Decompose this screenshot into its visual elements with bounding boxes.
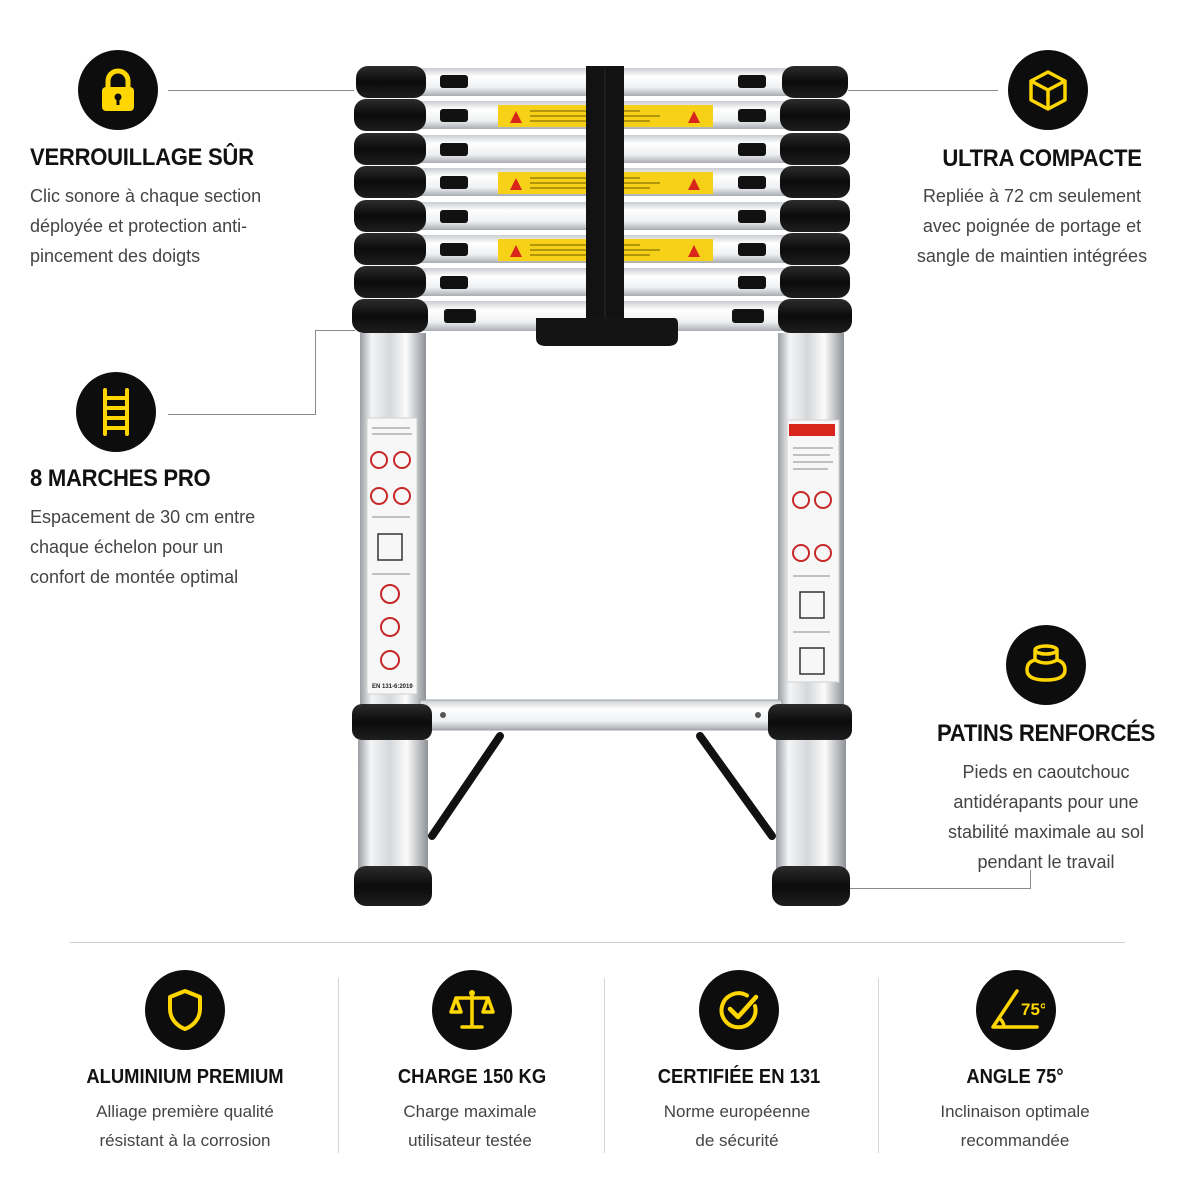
badge-angle-description: Inclinaison optimale recommandée <box>940 1102 1090 1150</box>
shield-icon <box>145 970 225 1050</box>
ladder-icon <box>76 372 156 452</box>
feature-lock-title: VERROUILLAGE SÛR <box>30 144 254 171</box>
feature-steps-description: Espacement de 30 cm entre chaque échelon… <box>30 507 256 587</box>
column-divider <box>338 978 339 1153</box>
feature-compact-title: ULTRA COMPACTE <box>942 145 1143 172</box>
right-tube-sticker <box>786 419 840 683</box>
badge-certified-description: Norme européenne de sécurité <box>663 1102 811 1150</box>
connector-lock <box>168 90 354 91</box>
feature-steps-title: 8 MARCHES PRO <box>30 465 211 492</box>
feature-feet-title: PATINS RENFORCÉS <box>936 720 1156 747</box>
badge-certified-title: CERTIFIÉE EN 131 <box>657 1066 821 1088</box>
badge-angle-title: ANGLE 75° <box>966 1066 1064 1088</box>
badge-charge-description: Charge maximale utilisateur testée <box>403 1102 537 1150</box>
carry-handle <box>536 318 678 346</box>
left-foot <box>354 866 432 906</box>
left-caps <box>352 66 428 333</box>
left-tube-sticker: EN 131-6:2019 <box>366 417 418 695</box>
column-divider <box>878 978 879 1153</box>
check-circle-icon <box>699 970 779 1050</box>
feature-feet-description: Pieds en caoutchouc antidérapants pour u… <box>947 762 1145 872</box>
connector-steps <box>168 414 315 415</box>
connector-feet <box>850 888 1030 889</box>
connector-steps-vertical <box>315 330 316 415</box>
svg-text:75°: 75° <box>1021 1000 1045 1019</box>
connector-steps-top <box>315 330 355 331</box>
rubber-foot-icon <box>1006 625 1086 705</box>
scale-icon <box>432 970 512 1050</box>
right-foot <box>772 866 850 906</box>
badge-charge-title: CHARGE 150 KG <box>397 1066 547 1088</box>
feature-lock-description: Clic sonore à chaque section déployée et… <box>30 186 262 266</box>
right-caps <box>778 66 852 333</box>
angle-icon: 75° <box>976 970 1056 1050</box>
right-collar <box>768 704 852 740</box>
feature-compact-description: Repliée à 72 cm seulement avec poignée d… <box>916 186 1148 266</box>
badge-aluminium-title: ALUMINIUM PREMIUM <box>86 1066 284 1088</box>
column-divider <box>604 978 605 1153</box>
svg-text:EN 131-6:2019: EN 131-6:2019 <box>372 684 413 690</box>
badge-aluminium-description: Alliage première qualité résistant à la … <box>96 1102 274 1150</box>
telescopic-ladder-image: EN 131-6:2019 <box>352 66 852 906</box>
left-collar <box>352 704 432 740</box>
connector-compact <box>848 90 998 91</box>
padlock-icon <box>78 50 158 130</box>
connector-feet-vertical <box>1030 870 1031 889</box>
cube-icon <box>1008 50 1088 130</box>
bottom-divider <box>70 942 1125 943</box>
